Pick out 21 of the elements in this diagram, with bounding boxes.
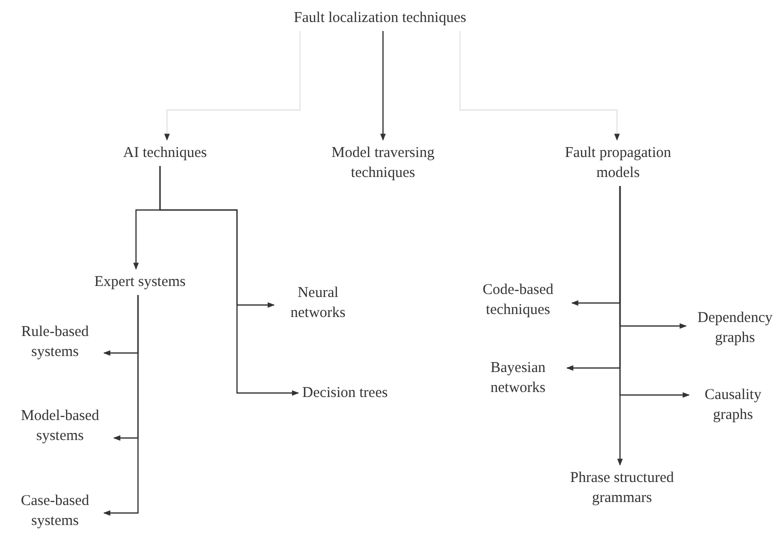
node-label: Phrase structured grammars [552, 468, 692, 508]
node-label: Code-based techniques [468, 280, 568, 320]
node-label: Model traversing techniques [318, 143, 448, 183]
arrow [164, 31, 301, 141]
arrow [103, 295, 139, 516]
arrow [459, 31, 620, 141]
node-label: Fault localization techniques [294, 8, 466, 28]
node-label: Dependency graphs [690, 308, 778, 348]
node-label: Rule-based systems [10, 322, 100, 362]
node-label: Fault propagation models [553, 143, 683, 183]
node-label: Causality graphs [693, 385, 773, 425]
node-label: Neural networks [278, 283, 358, 323]
arrow [159, 166, 299, 396]
node-label: Bayesian networks [473, 358, 563, 398]
node-label: AI techniques [123, 143, 207, 163]
node-label: Expert systems [94, 272, 186, 292]
arrow [617, 186, 623, 466]
arrow [380, 31, 386, 141]
node-label: Decision trees [302, 383, 388, 403]
node-label: Case-based systems [10, 491, 100, 531]
node-label: Model-based systems [10, 406, 110, 446]
